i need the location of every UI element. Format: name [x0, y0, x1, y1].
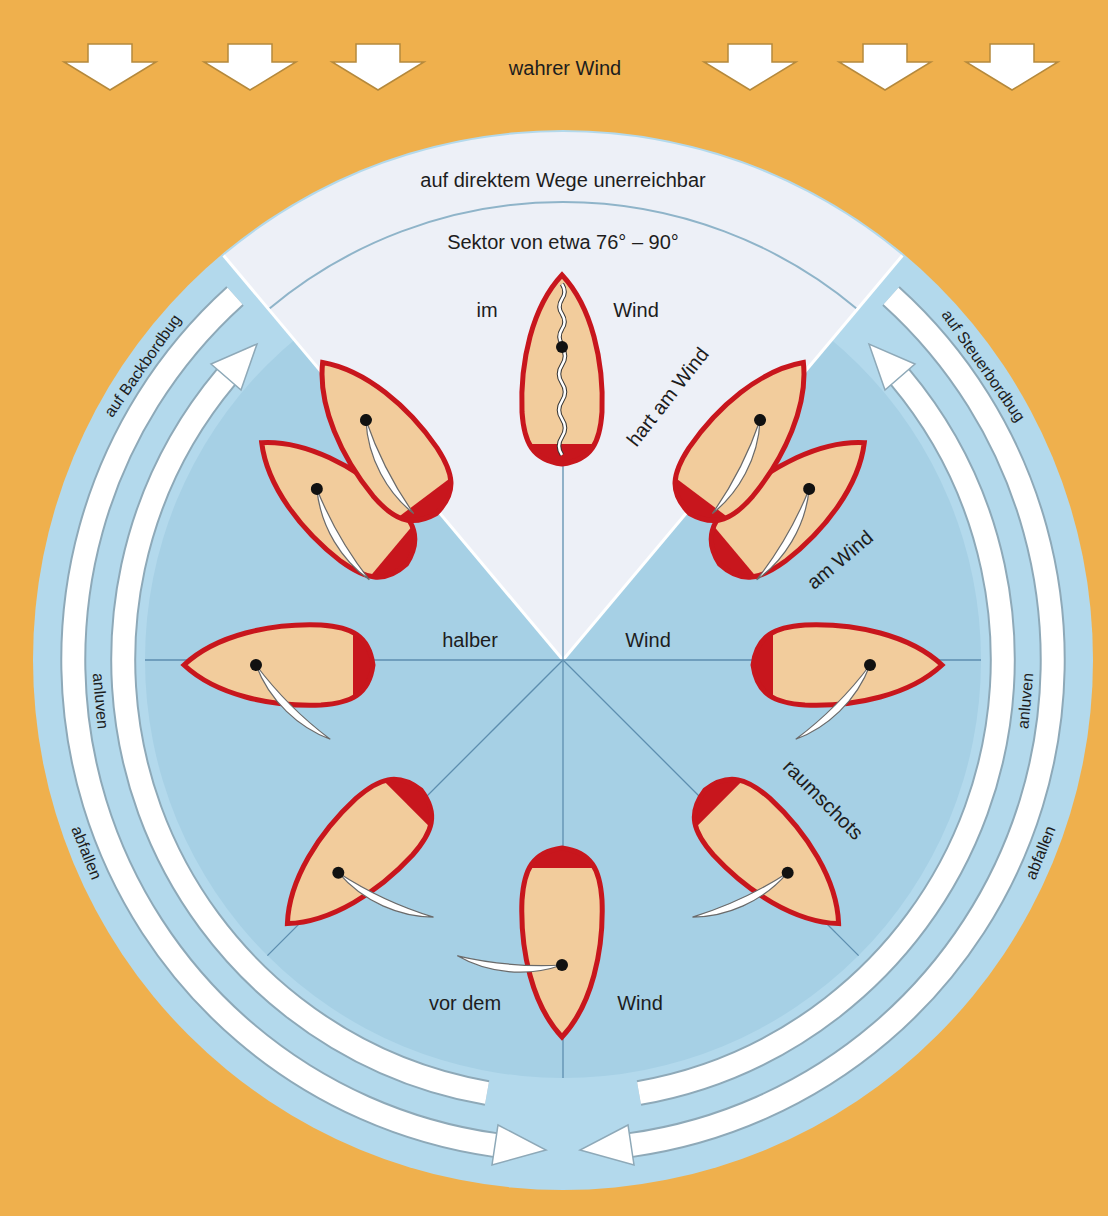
label: wahrer Wind	[509, 57, 621, 80]
sector-edge	[224, 256, 563, 661]
label: Wind	[625, 629, 671, 652]
label: Wind	[613, 299, 659, 322]
label: Wind	[617, 992, 663, 1015]
label: raumschots	[778, 755, 867, 844]
label: anluven	[88, 672, 111, 729]
wind-arrows	[64, 44, 1058, 90]
label: anluven	[1015, 672, 1038, 729]
outer-ring	[33, 130, 1093, 1190]
label: abfallen	[1021, 823, 1059, 882]
label: im	[476, 299, 497, 322]
label: vor dem	[429, 992, 501, 1015]
label: auf Steuerbordbug	[938, 306, 1029, 425]
label: am Wind	[802, 526, 877, 594]
label: Sektor von etwa 76° – 90°	[447, 231, 679, 254]
no-go-sector	[224, 132, 903, 660]
inner-disc	[145, 242, 981, 1078]
label: hart am Wind	[622, 343, 713, 451]
sector-edge	[563, 256, 902, 661]
label: abfallen	[66, 823, 104, 882]
turn-arrows	[73, 296, 1052, 1165]
boats	[184, 275, 942, 1037]
label: halber	[442, 629, 498, 652]
label: auf direktem Wege unerreichbar	[420, 169, 705, 192]
label: auf Backbordbug	[101, 311, 185, 421]
